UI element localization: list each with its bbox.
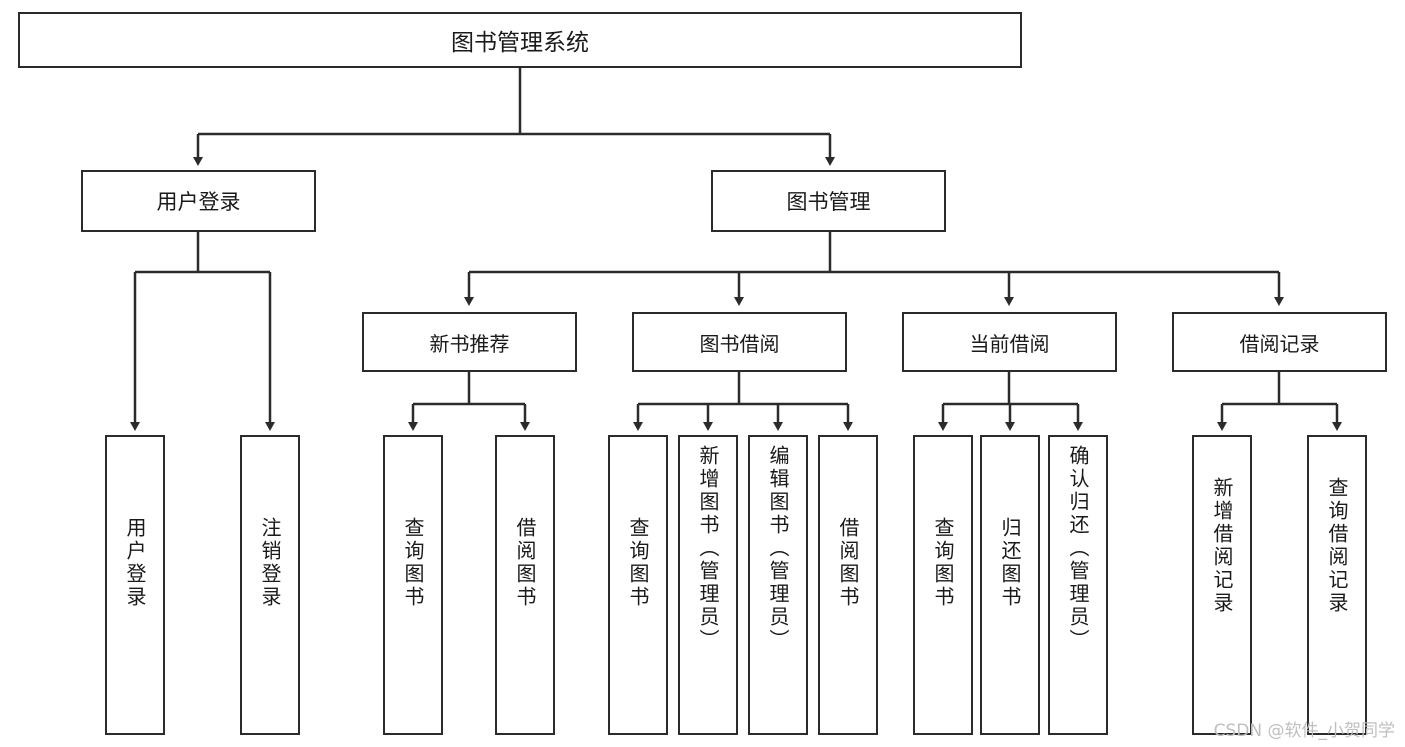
node-root[interactable]: 图书管理系统: [18, 12, 1022, 68]
leaf-return-book[interactable]: 归还图书: [980, 435, 1040, 735]
leaf-borrow-book-2[interactable]: 借阅图书: [818, 435, 878, 735]
leaf-borrow-book-1-label: 借阅图书: [513, 517, 537, 609]
node-new-book-recommend-label: 新书推荐: [429, 331, 510, 356]
node-new-book-recommend[interactable]: 新书推荐: [362, 312, 577, 372]
leaf-add-borrow-record[interactable]: 新增借阅记录: [1192, 435, 1252, 735]
node-book-manage-label: 图书管理: [786, 190, 871, 214]
leaf-edit-book-label: 编辑图书（管理员）: [766, 445, 790, 652]
node-borrow-record[interactable]: 借阅记录: [1172, 312, 1387, 372]
leaf-query-book-1-label: 查询图书: [401, 517, 425, 609]
leaf-query-book-3-label: 查询图书: [931, 517, 955, 609]
leaf-add-borrow-record-label: 新增借阅记录: [1210, 477, 1234, 615]
csdn-watermark: CSDN @软件_小贺同学: [1213, 721, 1395, 741]
leaf-query-borrow-record[interactable]: 查询借阅记录: [1307, 435, 1367, 735]
leaf-user-login[interactable]: 用户登录: [105, 435, 165, 735]
leaf-query-book-2[interactable]: 查询图书: [608, 435, 668, 735]
node-book-borrow[interactable]: 图书借阅: [632, 312, 847, 372]
node-book-manage[interactable]: 图书管理: [711, 170, 946, 232]
node-user-login-label: 用户登录: [156, 190, 241, 214]
node-borrow-record-label: 借阅记录: [1239, 331, 1320, 356]
leaf-query-book-3[interactable]: 查询图书: [913, 435, 973, 735]
leaf-borrow-book-1[interactable]: 借阅图书: [495, 435, 555, 735]
leaf-user-login-label: 用户登录: [123, 517, 147, 609]
leaf-add-book-label: 新增图书（管理员）: [696, 445, 720, 652]
leaf-return-book-label: 归还图书: [998, 517, 1022, 609]
leaf-query-book-1[interactable]: 查询图书: [383, 435, 443, 735]
node-current-borrow[interactable]: 当前借阅: [902, 312, 1117, 372]
node-root-label: 图书管理系统: [451, 30, 589, 56]
node-book-borrow-label: 图书借阅: [699, 331, 780, 356]
node-current-borrow-label: 当前借阅: [969, 331, 1050, 356]
leaf-edit-book[interactable]: 编辑图书（管理员）: [748, 435, 808, 735]
leaf-logout-login-label: 注销登录: [258, 517, 282, 609]
leaf-add-book[interactable]: 新增图书（管理员）: [678, 435, 738, 735]
leaf-confirm-return[interactable]: 确认归还（管理员）: [1048, 435, 1108, 735]
leaf-query-book-2-label: 查询图书: [626, 517, 650, 609]
leaf-logout-login[interactable]: 注销登录: [240, 435, 300, 735]
leaf-confirm-return-label: 确认归还（管理员）: [1066, 445, 1090, 652]
leaf-query-borrow-record-label: 查询借阅记录: [1325, 477, 1349, 615]
node-user-login[interactable]: 用户登录: [81, 170, 316, 232]
leaf-borrow-book-2-label: 借阅图书: [836, 517, 860, 609]
